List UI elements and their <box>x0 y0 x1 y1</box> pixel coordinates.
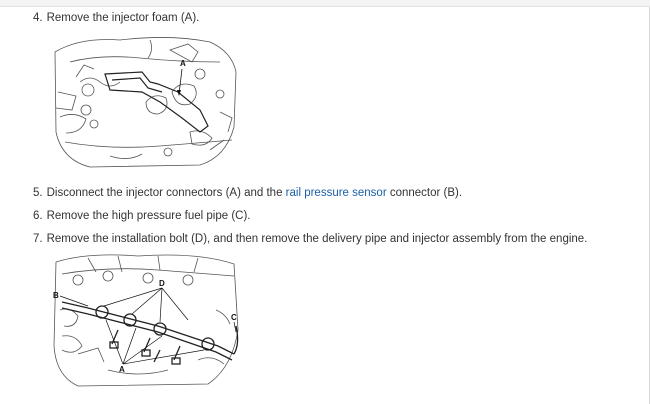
step-number: 5. <box>33 187 43 199</box>
step-text-after: connector (B). <box>386 187 463 199</box>
callout-c-label: C <box>231 313 237 322</box>
top-divider <box>0 0 650 7</box>
step-text: Remove the injector foam (A). <box>46 12 200 24</box>
engine-illustration-1: A <box>54 37 237 168</box>
callout-b-label: B <box>53 291 59 300</box>
callout-a-label: A <box>180 59 186 68</box>
step-4: 4.Remove the injector foam (A). <box>33 11 199 25</box>
figure-injector-foam: A <box>50 32 240 172</box>
engine-illustration-2: B D C A <box>53 254 239 387</box>
callout-a-label: A <box>119 365 125 374</box>
figure-delivery-pipe: B D C A <box>48 250 243 390</box>
step-number: 4. <box>33 12 43 24</box>
step-text-before: Disconnect the injector connectors (A) a… <box>46 187 286 199</box>
rail-pressure-sensor-link[interactable]: rail pressure sensor <box>285 187 387 199</box>
step-number: 6. <box>33 210 43 222</box>
callout-d-label: D <box>159 279 165 288</box>
step-number: 7. <box>33 233 43 245</box>
step-5: 5.Disconnect the injector connectors (A)… <box>33 186 462 200</box>
step-7: 7.Remove the installation bolt (D), and … <box>33 232 587 246</box>
step-text: Remove the installation bolt (D), and th… <box>46 233 588 245</box>
step-text: Remove the high pressure fuel pipe (C). <box>46 210 251 222</box>
step-6: 6.Remove the high pressure fuel pipe (C)… <box>33 209 251 223</box>
